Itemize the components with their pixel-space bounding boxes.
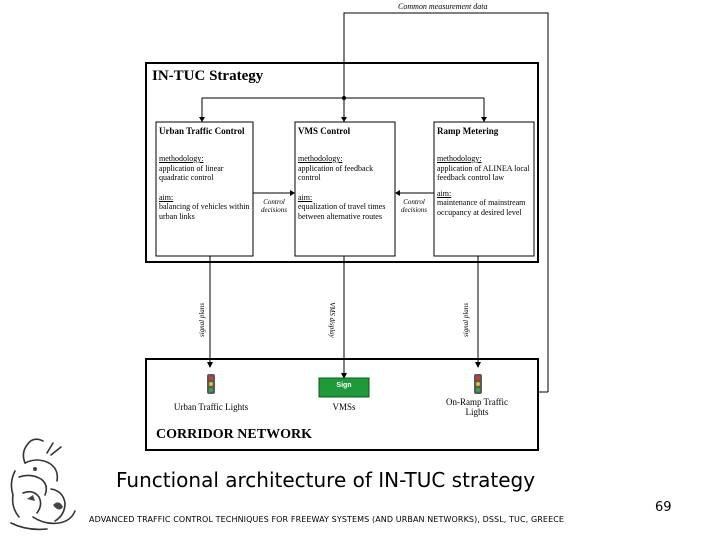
box-urban: Urban Traffic Control methodology: appli…	[159, 126, 251, 221]
box-urban-method-label: methodology:	[159, 154, 204, 163]
vms-sign	[318, 377, 370, 398]
vms-sign-text: Sign	[336, 382, 352, 389]
box-vms-aim-text: equalization of travel times between alt…	[298, 202, 386, 221]
university-logo-icon	[10, 438, 76, 531]
box-ramp-aim-text: maintenance of mainstream occupancy at d…	[437, 198, 526, 217]
corridor-title: CORRIDOR NETWORK	[156, 427, 312, 442]
box-urban-method-text: application of linear quadratic control	[159, 163, 224, 183]
box-urban-title: Urban Traffic Control	[159, 126, 245, 136]
box-ramp: Ramp Metering methodology: application o…	[437, 126, 532, 217]
box-urban-aim-label: aim:	[159, 192, 174, 202]
strategy-title: IN-TUC Strategy	[152, 68, 264, 84]
box-vms-method-label: methodology:	[298, 154, 343, 163]
corridor-frame	[145, 358, 539, 451]
footer-text: ADVANCED TRAFFIC CONTROL TECHNIQUES FOR …	[89, 515, 565, 524]
urban-traffic-light-icon	[207, 374, 215, 394]
strategy-frame	[145, 62, 539, 263]
ramp-lights-label: On-Ramp Traffic Lights	[445, 397, 509, 417]
control-decisions-right: Control decisions	[400, 198, 428, 214]
box-vms-title: VMS Control	[298, 126, 351, 136]
box-urban-frame	[155, 121, 254, 257]
box-ramp-aim-label: aim:	[437, 188, 452, 198]
vms-display-label: VMS display	[328, 302, 336, 338]
signal-plans-right-label: signal plans	[462, 302, 470, 338]
measurement-label: Common measurement data	[398, 2, 488, 11]
box-vms-method-text: application of feedback control	[298, 163, 374, 183]
box-vms: VMS Control methodology: application of …	[298, 126, 393, 221]
box-ramp-method-label: methodology:	[437, 154, 482, 163]
box-vms-aim-label: aim:	[298, 192, 313, 202]
signal-plans-left-label: signal plans	[198, 302, 206, 338]
ramp-traffic-light-icon	[474, 374, 482, 394]
urban-lights-label: Urban Traffic Lights	[173, 402, 249, 412]
vmss-label: VMSs	[332, 402, 356, 412]
page-number: 69	[655, 500, 672, 515]
box-ramp-title: Ramp Metering	[437, 126, 499, 136]
measurement-line	[343, 12, 549, 392]
box-ramp-method-text: application of ALINEA local feedback con…	[437, 163, 530, 183]
box-vms-frame	[294, 121, 396, 257]
box-urban-aim-text: balancing of vehicles within urban links	[159, 202, 250, 221]
control-decisions-left: Control decisions	[260, 198, 288, 214]
slide-caption: Functional architecture of IN-TUC strate…	[116, 468, 536, 492]
